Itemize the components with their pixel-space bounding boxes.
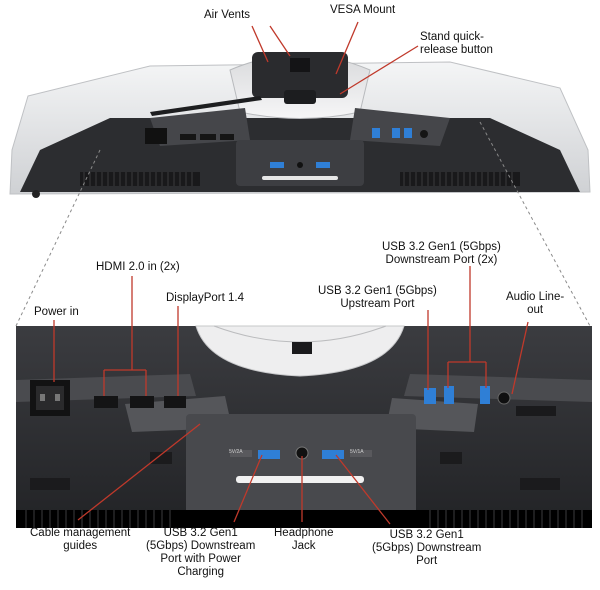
tag-5v2a: 5V/2A [229,449,243,455]
zoom-detail-view [16,325,592,528]
port-bay-detail [186,414,416,514]
top-monitor-view [9,52,591,198]
usb-upstream-port [424,388,436,404]
label-cable-guides: Cable management guides [30,527,131,552]
label-power-in: Power in [34,306,79,318]
label-hdmi: HDMI 2.0 in (2x) [96,261,180,273]
leader-lines [53,21,529,525]
label-usb-down-2x: USB 3.2 Gen1 (5Gbps) Downstream Port (2x… [382,241,501,266]
stand-release-slot [290,58,310,72]
vesa-mount [252,52,348,98]
label-usb-charging: USB 3.2 Gen1 (5Gbps) Downstream Port wit… [146,527,256,578]
zoom-guides [15,121,591,327]
label-audio-out: Audio Line- out [506,291,565,316]
label-displayport: DisplayPort 1.4 [166,292,244,304]
usb-down-port-a [444,386,454,404]
label-stand-release: Stand quick- release button [420,31,493,56]
usb-charging-port [258,450,280,459]
usb-down-port-b [480,386,490,404]
label-usb-down: USB 3.2 Gen1 (5Gbps) Downstream Port [372,529,482,567]
hdmi-port-2 [130,396,154,408]
stand-release-button [284,90,316,104]
hdmi-port-1 [94,396,118,408]
label-air-vents: Air Vents [204,9,251,21]
label-vesa-mount: VESA Mount [330,4,396,16]
tag-5v1a: 5V/1A [350,449,364,455]
displayport-port [164,396,186,408]
usb-down-port [322,450,344,459]
label-usb-upstream: USB 3.2 Gen1 (5Gbps) Upstream Port [318,285,437,310]
label-headphone: Headphone Jack [274,527,334,552]
audio-out-port [497,391,511,405]
